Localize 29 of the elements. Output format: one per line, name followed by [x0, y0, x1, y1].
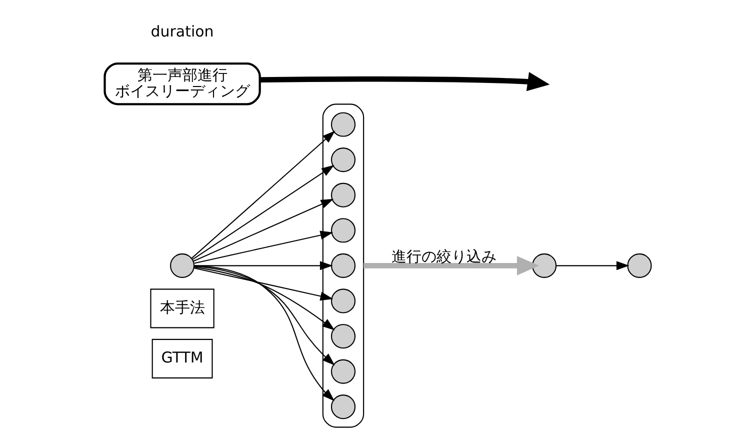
node-circle — [330, 394, 356, 419]
node-circle — [330, 323, 356, 348]
arrow — [363, 255, 539, 275]
arrow — [192, 164, 334, 260]
arrow — [194, 267, 333, 300]
arrow — [191, 130, 335, 258]
node-circle — [626, 252, 652, 278]
node-box: 本手法 — [150, 288, 214, 328]
node-circle — [330, 112, 356, 136]
arrow — [194, 260, 332, 270]
node-circle — [532, 252, 556, 278]
node-box: 第一声部進行 ボイスリーディング — [103, 62, 260, 105]
arrow — [194, 266, 334, 330]
node-circle — [330, 252, 356, 278]
arrow — [194, 264, 334, 401]
node-box: GTTM — [151, 338, 212, 378]
node-circle — [330, 218, 356, 242]
arrow — [556, 260, 629, 270]
node-circle — [169, 252, 194, 278]
label: duration — [150, 22, 214, 40]
edge-label: 進行の絞り込み — [390, 247, 496, 266]
node-circle — [330, 147, 356, 172]
node-circle — [330, 288, 356, 313]
node-circle — [330, 182, 356, 207]
arrow — [260, 71, 550, 91]
node-circle — [330, 358, 356, 384]
arrow — [194, 265, 334, 366]
arrow — [194, 230, 333, 264]
arrow — [192, 198, 334, 262]
